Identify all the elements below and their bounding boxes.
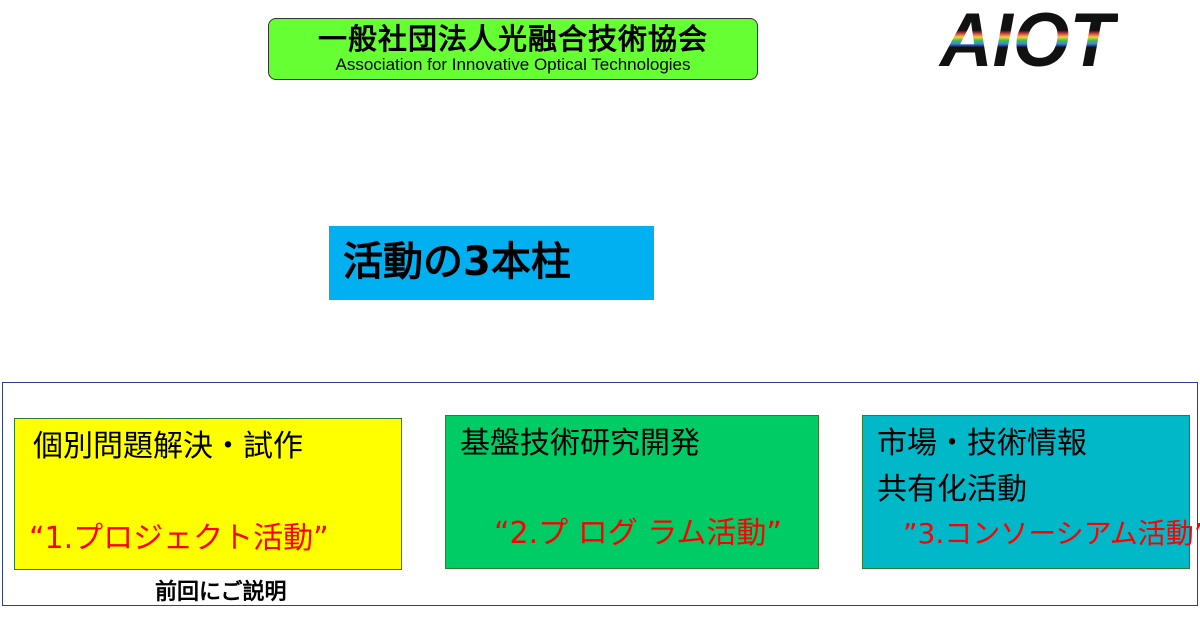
- org-name-en: Association for Innovative Optical Techn…: [335, 55, 691, 74]
- pillar-label: ”3.コンソーシアム活動”: [903, 517, 1200, 550]
- pillar-title-line1: 市場・技術情報: [877, 426, 1087, 461]
- pillars-frame: [2, 382, 1198, 606]
- pillar-label: “2.プ ログ ラム活動”: [494, 516, 782, 551]
- title-box: 活動の3本柱: [329, 226, 654, 300]
- pillar-program: 基盤技術研究開発 “2.プ ログ ラム活動”: [445, 415, 819, 569]
- pillar-label: “1.プロジェクト活動”: [29, 521, 329, 556]
- pillar-consortium: 市場・技術情報 共有化活動 ”3.コンソーシアム活動”: [862, 415, 1200, 569]
- org-name-jp: 一般社団法人光融合技術協会: [317, 22, 708, 56]
- previous-explanation-note: 前回にご説明: [155, 580, 287, 605]
- pillar-project: 個別問題解決・試作 “1.プロジェクト活動”: [14, 418, 402, 570]
- pillar-title-line2: 共有化活動: [877, 472, 1027, 507]
- pillar-title: 個別問題解決・試作: [33, 429, 303, 464]
- page-title: 活動の3本柱: [343, 239, 571, 285]
- pillar-title: 基盤技術研究開発: [460, 426, 700, 461]
- aiot-logo-text: AIOT: [938, 0, 1118, 74]
- org-name-box: 一般社団法人光融合技術協会 Association for Innovative…: [268, 18, 758, 80]
- aiot-logo: AIOT: [938, 0, 1118, 74]
